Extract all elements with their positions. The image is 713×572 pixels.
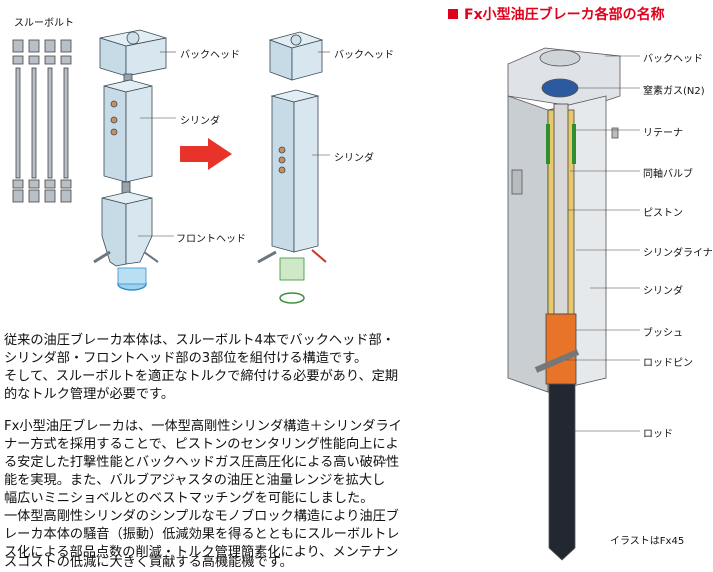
part-label-cylinder-liner: シリンダライナ	[643, 248, 713, 259]
illustration-caption: イラストはFx45	[610, 536, 685, 547]
part-label-nitrogen-gas: 窒素ガス(N2)	[643, 86, 705, 97]
assembled-breaker	[257, 31, 327, 304]
part-label-back-head: バックヘッド	[643, 54, 703, 65]
title-square-icon	[448, 9, 458, 19]
paragraph-line: そして、スルーボルトを適正なトルクで締付ける必要があり、定期	[4, 369, 399, 384]
paragraph-line: ナー方式を採用することで、ピストンのセンタリング性能向上によ	[4, 437, 399, 452]
through-bolts	[12, 39, 72, 203]
exploded-breaker	[93, 29, 167, 291]
paragraph-line: 幅広いミニショベルとのベストマッチングを可能にしました。	[4, 491, 374, 506]
paragraph-line: 従来の油圧ブレーカ本体は、スルーボルト4本でバックヘッド部・	[4, 333, 395, 348]
through-bolt-label: スルーボルト	[14, 18, 74, 29]
paragraph-line: シリンダ部・フロントヘッド部の3部位を組付ける構造です。	[4, 351, 368, 366]
middle-leader-lines	[312, 51, 330, 156]
section-title-text: Fx小型油圧ブレーカ各部の名称	[464, 7, 665, 23]
right-leader-lines	[566, 55, 640, 432]
back-head-label-middle: バックヘッド	[334, 50, 394, 61]
paragraph-line: レーカ本体の騒音（振動）低減効果を得るとともにスルーボルトレ	[4, 527, 400, 542]
front-head-label-left: フロントヘッド	[176, 234, 246, 245]
part-label-bushing: ブッシュ	[643, 328, 683, 339]
part-label-coaxial-valve: 同軸バルブ	[643, 169, 693, 180]
paragraph-line: Fx小型油圧ブレーカは、一体型高剛性シリンダ構造＋シリンダライ	[4, 419, 402, 434]
paragraph-line: る安定した打撃性能とバックヘッドガス圧高圧化による高い破砕性	[4, 455, 400, 470]
part-label-piston: ピストン	[643, 208, 683, 219]
back-head-label-left: バックヘッド	[180, 50, 240, 61]
paragraph-line: 的なトルク管理が必要です。	[4, 387, 175, 402]
cylinder-label-middle: シリンダ	[334, 153, 374, 164]
part-label-cylinder: シリンダ	[643, 286, 683, 297]
section-title: Fx小型油圧ブレーカ各部の名称	[448, 4, 665, 24]
paragraph-line: ス化による部品点数の削減・トルク管理簡素化により、メンテナン	[4, 545, 399, 560]
transition-arrow-icon	[180, 138, 232, 170]
part-label-rod: ロッド	[643, 429, 673, 440]
part-label-rod-pin: ロッドピン	[643, 358, 693, 369]
paragraph-line: 一体型高剛性シリンダのシンプルなモノブロック構造により油圧ブ	[4, 509, 399, 524]
cylinder-label-left: シリンダ	[180, 116, 220, 127]
cutaway-breaker	[507, 47, 621, 561]
left-leader-lines	[138, 51, 176, 237]
part-label-retainer: リテーナ	[643, 128, 683, 139]
paragraph-line: 能を実現。また、バルブアジャスタの油圧と油量レンジを拡大し	[4, 473, 386, 488]
paragraph-line: スコストの低減に大きく貢献する高機能機です。	[4, 555, 293, 570]
